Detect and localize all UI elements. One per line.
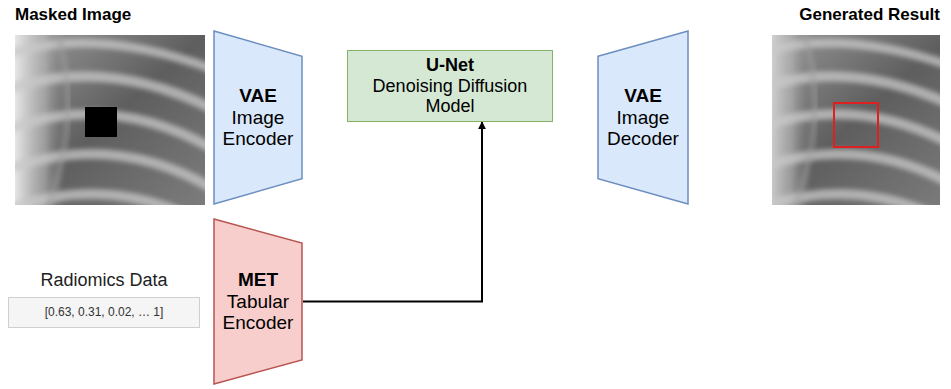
unet-box: U-NetDenoising Diffusion Model: [347, 50, 553, 122]
radiomics-data: Radiomics Data [0.63, 0.31, 0.02, … 1]: [8, 270, 200, 332]
image-heading: Generated Result: [799, 5, 940, 25]
block-subtitle: Tabular Encoder: [217, 291, 299, 335]
block-title: MET: [238, 269, 278, 291]
conditioning-arrow: [303, 122, 482, 301]
block-subtitle: Image Decoder: [602, 107, 684, 151]
met-encoder: METTabular Encoder: [213, 218, 303, 385]
block-title: VAE: [624, 85, 662, 107]
block-title: U-Net: [426, 55, 474, 76]
vae-encoder: VAEImage Encoder: [213, 30, 303, 205]
image-heading: Masked Image: [15, 5, 131, 25]
input-heading: Radiomics Data: [40, 270, 167, 291]
block-subtitle: Denoising Diffusion Model: [355, 76, 545, 117]
block-subtitle: Image Encoder: [217, 107, 299, 151]
vae-decoder: VAEImage Decoder: [597, 30, 689, 205]
block-title: VAE: [239, 85, 277, 107]
feature-vector: [0.63, 0.31, 0.02, … 1]: [8, 297, 200, 329]
